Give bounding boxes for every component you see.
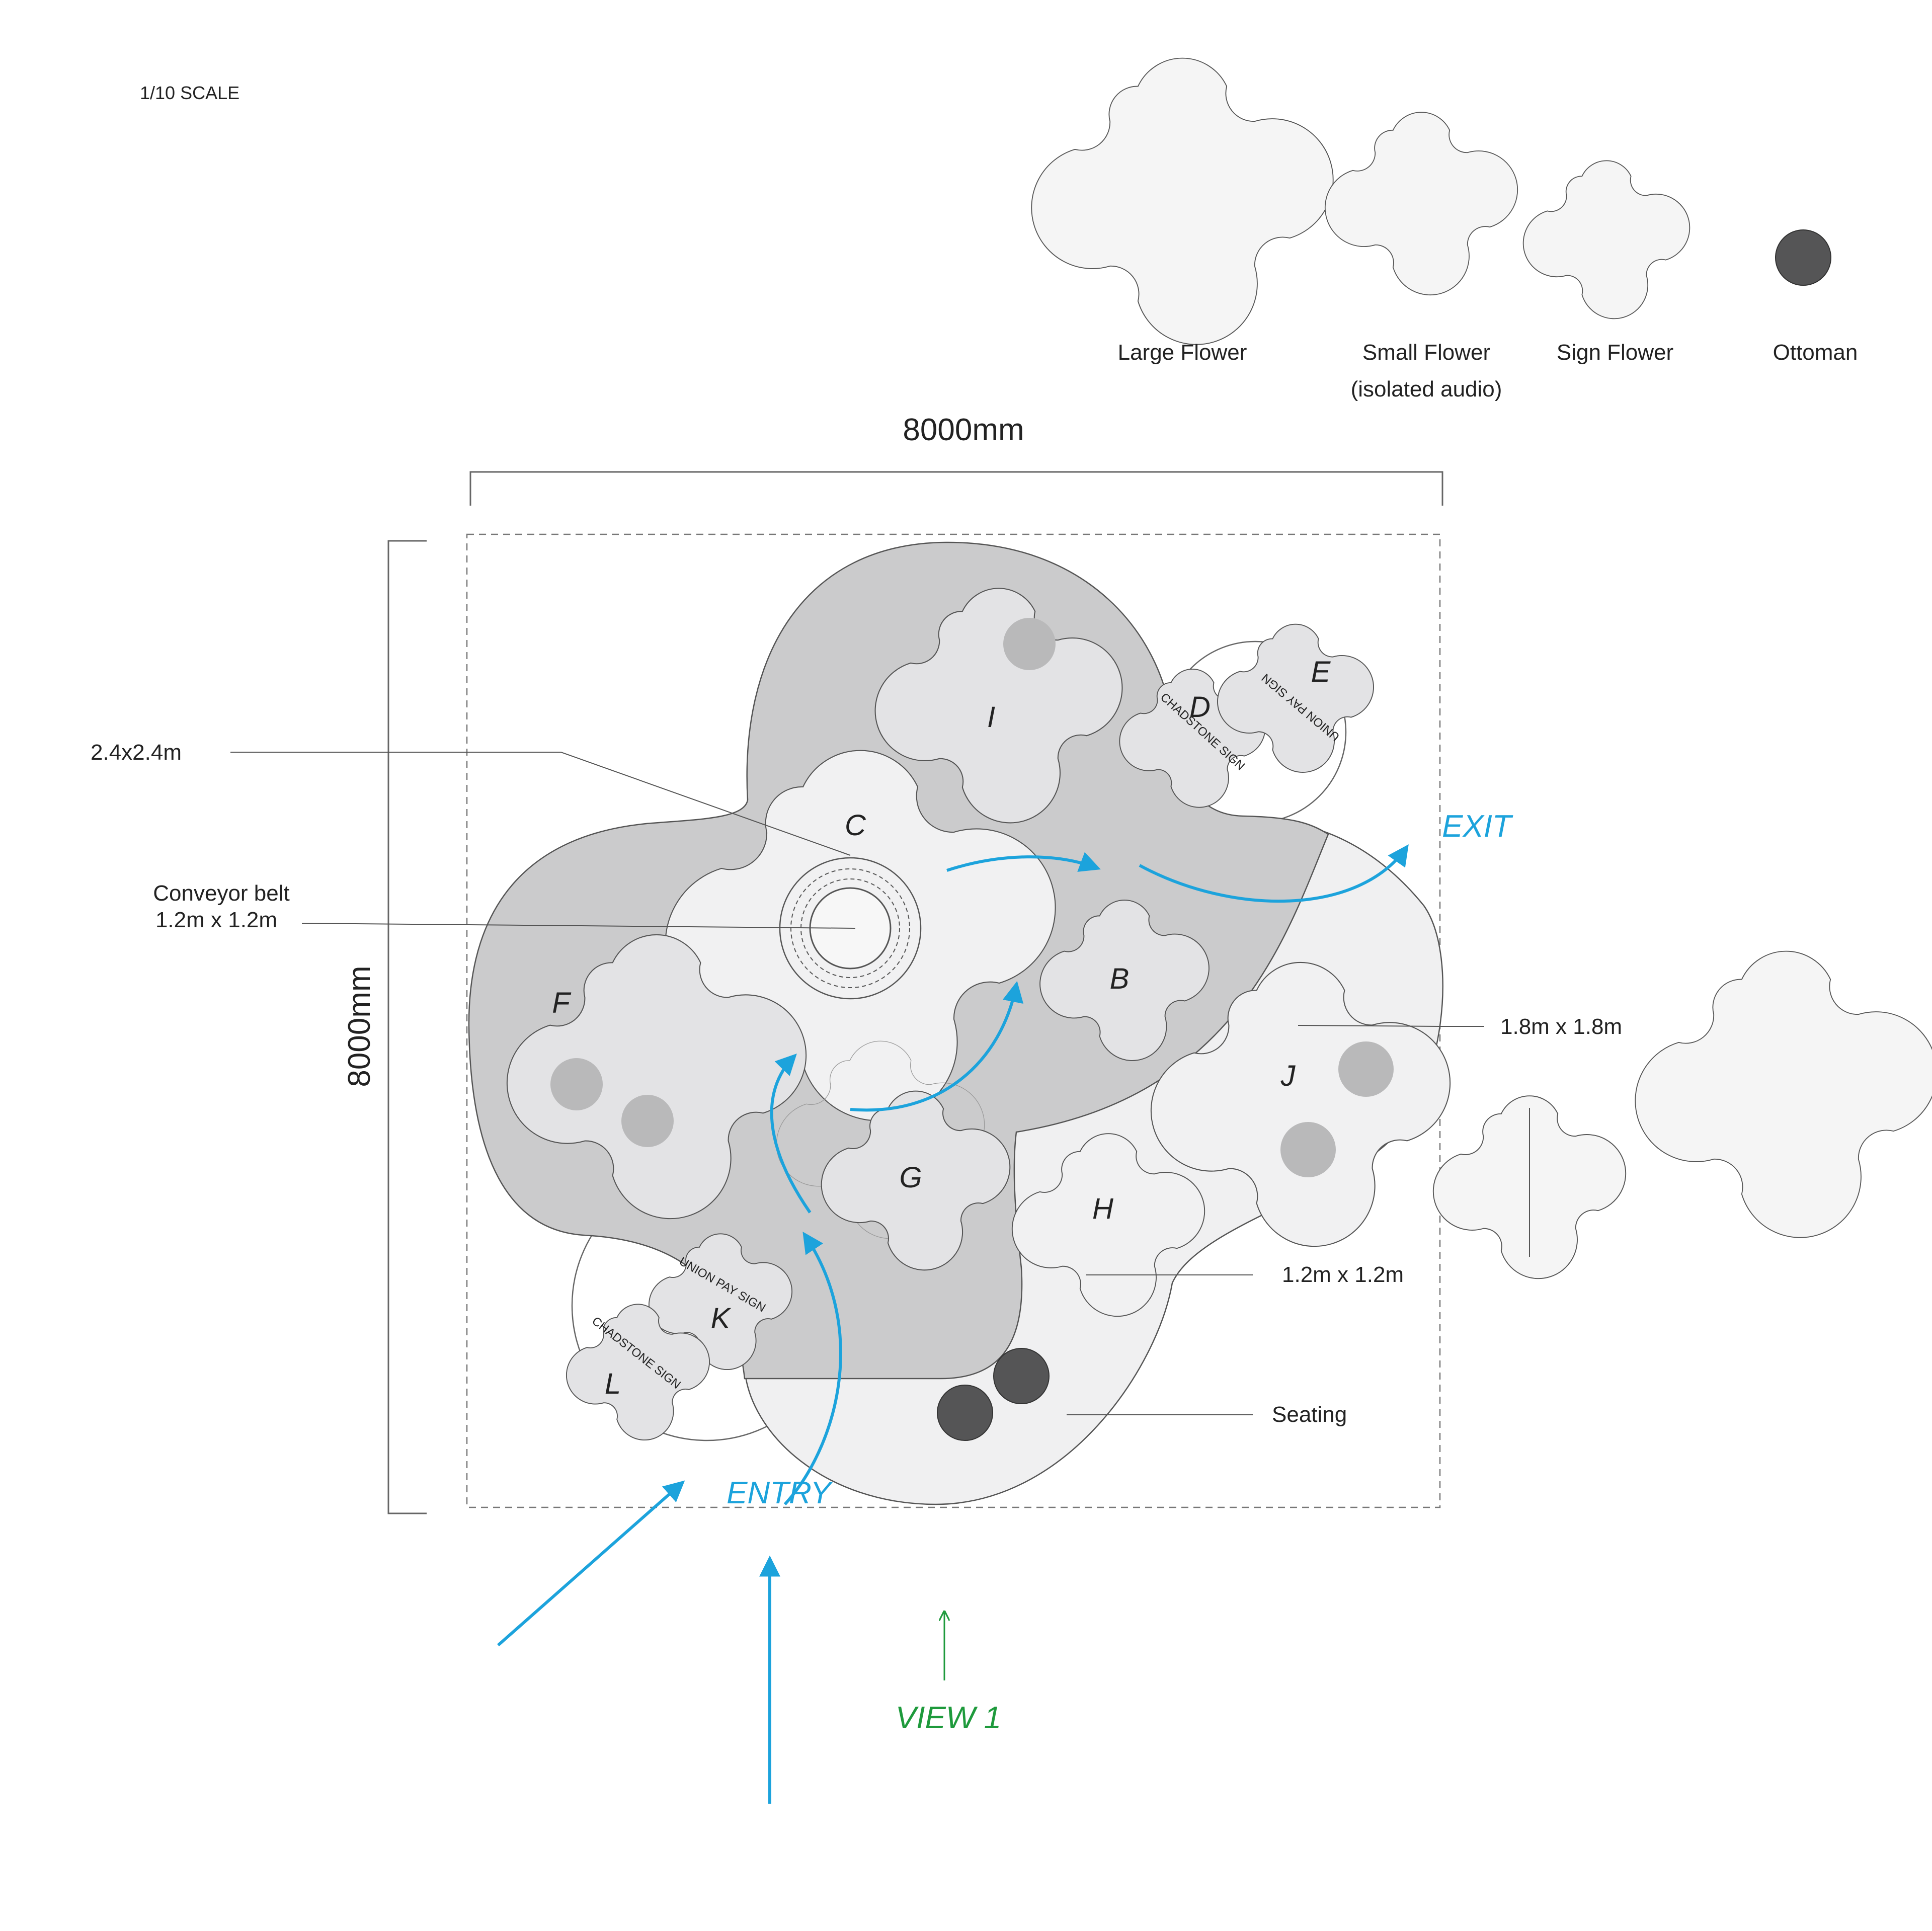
legend-large-flower-shape: [1031, 58, 1333, 345]
ottoman-f-1: [550, 1058, 603, 1110]
flower-b[interactable]: B: [1040, 900, 1209, 1061]
ottoman-j-2: [1280, 1122, 1336, 1177]
width-dimension: 8000mm: [469, 413, 1443, 506]
callout-seating-label: Seating: [1272, 1402, 1347, 1427]
legend-small-flower-shape: [1325, 112, 1517, 295]
side-flower-small: [1433, 1096, 1626, 1278]
callout-flower-h-label: 1.2m x 1.2m: [1282, 1262, 1404, 1287]
legend-ottoman-label: Ottoman: [1773, 340, 1858, 365]
callout-conveyor: Conveyor belt 1.2m x 1.2m: [153, 881, 856, 932]
flow-arrow-entry-diagonal: [497, 1480, 685, 1647]
view-label: VIEW 1: [896, 1701, 1001, 1735]
ottoman-j-1: [1338, 1041, 1394, 1097]
flower-d[interactable]: D CHADSTONE SIGN: [1119, 669, 1265, 808]
view-marker: VIEW 1: [896, 1613, 1001, 1735]
flow-arrow-c-to-b: [946, 852, 1101, 872]
flower-g-label: G: [899, 1161, 922, 1194]
legend-sign-flower-shape: [1523, 160, 1690, 318]
callout-flower-j: 1.8m x 1.8m: [1298, 1014, 1622, 1039]
flower-l-label: L: [605, 1367, 621, 1400]
ottoman-i: [1003, 618, 1056, 670]
legend-small-flower-label: Small Flower: [1362, 340, 1490, 365]
legend: Large Flower Small Flower (isolated audi…: [1031, 58, 1858, 401]
callout-conveyor-line1: Conveyor belt: [153, 881, 289, 906]
site-boundary: [466, 533, 1441, 1508]
flower-c[interactable]: C: [665, 751, 1055, 1121]
legend-ottoman-shape: [1775, 229, 1831, 286]
flower-c-label: C: [845, 809, 866, 842]
flower-j[interactable]: J: [1151, 962, 1450, 1246]
flow-arrow-to-exit: [1139, 844, 1409, 903]
flower-h[interactable]: H: [1012, 1134, 1204, 1316]
callout-flower-h: 1.2m x 1.2m: [1086, 1262, 1404, 1287]
width-dimension-label: 8000mm: [903, 413, 1024, 447]
visitor-flow: [497, 844, 1409, 1804]
callout-platform: 2.4x2.4m: [91, 740, 851, 856]
flower-e[interactable]: E UNION PAY SIGN: [1218, 624, 1374, 772]
seating-ottoman-1[interactable]: [993, 1348, 1050, 1404]
flower-h-label: H: [1092, 1192, 1113, 1225]
flower-f-label: F: [552, 987, 572, 1019]
legend-sign-flower-label: Sign Flower: [1557, 340, 1673, 365]
flower-i[interactable]: I: [875, 588, 1122, 823]
callout-flower-j-label: 1.8m x 1.8m: [1500, 1014, 1622, 1039]
flow-entry-label: ENTRY: [727, 1476, 833, 1510]
flower-k[interactable]: UNION PAY SIGN K: [649, 1234, 792, 1370]
flower-f[interactable]: F: [507, 935, 806, 1219]
flower-b-label: B: [1110, 962, 1130, 995]
flower-k-label: K: [711, 1302, 732, 1335]
height-dimension: 8000mm: [342, 540, 427, 1514]
conveyor-ring-dashed-1: [790, 868, 910, 988]
side-flower-large: [1635, 951, 1932, 1238]
height-dimension-label: 8000mm: [342, 966, 377, 1087]
ottoman-f-2: [621, 1095, 674, 1147]
flow-exit-label: EXIT: [1442, 809, 1513, 844]
flower-j-label: J: [1280, 1060, 1296, 1092]
flower-e-label: E: [1311, 656, 1331, 688]
callout-conveyor-line2: 1.2m x 1.2m: [155, 908, 277, 932]
flower-g[interactable]: G: [776, 1041, 1010, 1270]
conveyor-ring-dashed-2: [800, 878, 900, 978]
callout-seating: Seating: [1067, 1402, 1347, 1427]
callout-platform-label: 2.4x2.4m: [91, 740, 182, 765]
flow-arrow-entry-curve: [783, 1232, 842, 1506]
legend-small-flower-note: (isolated audio): [1351, 377, 1502, 401]
flower-i-label: I: [987, 701, 995, 734]
seating-ottoman-2[interactable]: [937, 1385, 993, 1441]
legend-large-flower-label: Large Flower: [1118, 340, 1247, 365]
flow-arrow-g-to-b: [850, 981, 1024, 1112]
flower-d-label: D: [1189, 691, 1211, 723]
scale-note: 1/10 SCALE: [140, 83, 239, 103]
conveyor-ring-outer: [779, 857, 922, 1000]
flow-arrow-up-c: [770, 1053, 812, 1214]
